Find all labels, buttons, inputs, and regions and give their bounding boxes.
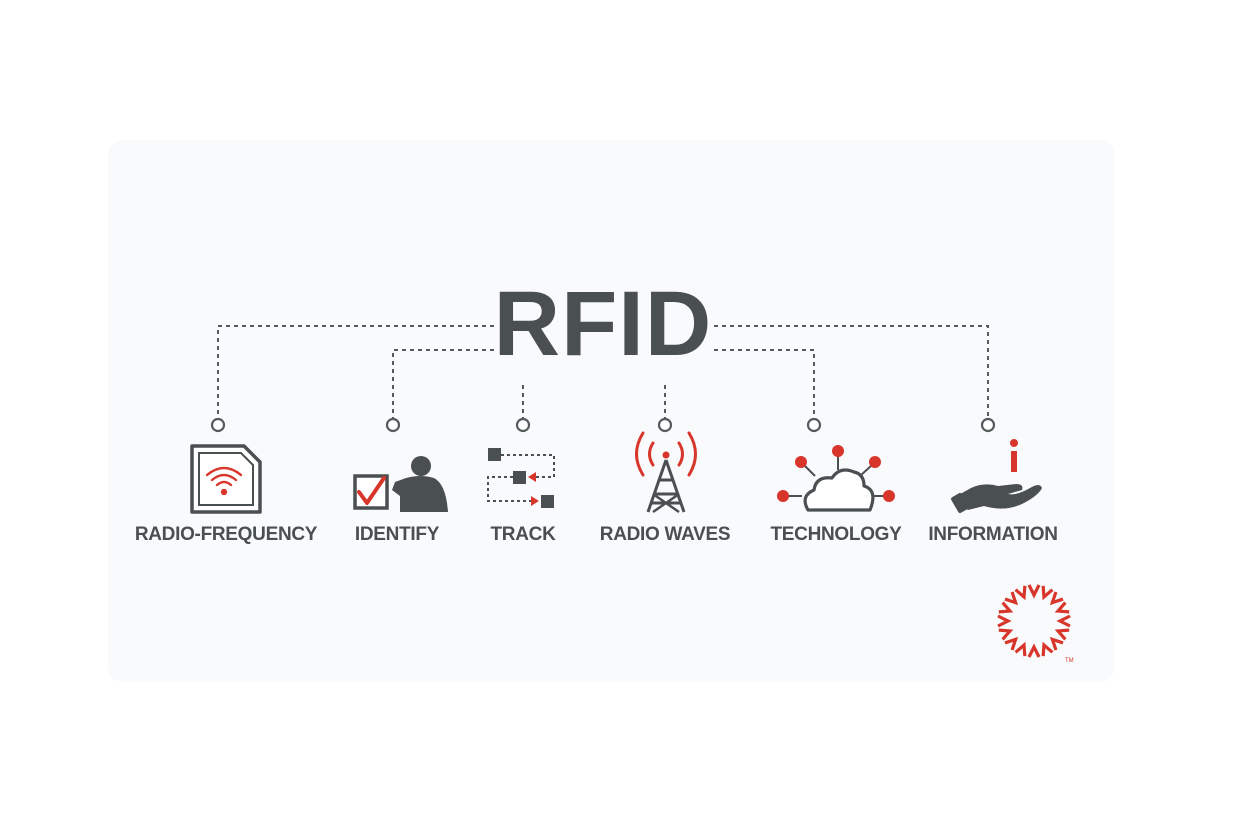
logo-chevron	[998, 628, 1014, 641]
logo-chevron	[1004, 636, 1019, 651]
node-identify	[385, 417, 401, 433]
logo-chevron	[1049, 591, 1064, 606]
logo-chevron	[997, 614, 1012, 628]
label-radio-frequency: RADIO-FREQUENCY	[135, 524, 318, 545]
trademark-mark: TM	[1065, 658, 1074, 664]
node-radio-waves	[657, 417, 673, 433]
logo-chevron	[1041, 641, 1054, 657]
label-information: INFORMATION	[928, 524, 1057, 545]
logo-chevron	[998, 601, 1014, 614]
logo-chevron	[1004, 591, 1019, 606]
logo-chevron	[1054, 601, 1070, 614]
cloud-network-icon	[777, 445, 895, 512]
connector-identify	[392, 349, 494, 418]
node-radio-frequency	[210, 417, 226, 433]
diagram-panel	[108, 140, 1114, 682]
connector-information	[714, 325, 989, 418]
concept-labels: RADIO-FREQUENCY IDENTIFY TRACK RADIO WAV…	[135, 524, 1058, 545]
connector-radio-frequency	[217, 325, 494, 418]
connector-nodes	[210, 417, 996, 433]
node-track	[515, 417, 531, 433]
logo-chevron	[1014, 641, 1027, 657]
connector-technology	[714, 349, 815, 418]
person-checkbox-icon	[353, 456, 448, 512]
logo-chevron	[1041, 585, 1054, 601]
logo-chevron	[1049, 636, 1064, 651]
label-track: TRACK	[491, 524, 557, 545]
starburst-logo-icon	[997, 584, 1071, 658]
label-technology: TECHNOLOGY	[770, 524, 902, 545]
logo-chevron	[1014, 585, 1027, 601]
label-radio-waves: RADIO WAVES	[600, 524, 730, 545]
tracking-path-icon	[487, 448, 555, 508]
diagram-title: RFID	[494, 273, 713, 375]
node-technology	[806, 417, 822, 433]
label-identify: IDENTIFY	[355, 524, 440, 545]
radio-tower-icon	[635, 431, 697, 514]
hand-info-icon	[951, 439, 1042, 514]
connector-lines	[217, 325, 989, 418]
logo-chevron	[1056, 614, 1071, 628]
logo-chevron	[1054, 628, 1070, 641]
node-information	[980, 417, 996, 433]
logo-chevron	[1027, 584, 1041, 599]
logo-chevron	[1027, 643, 1041, 658]
rfid-card-icon	[190, 444, 262, 514]
